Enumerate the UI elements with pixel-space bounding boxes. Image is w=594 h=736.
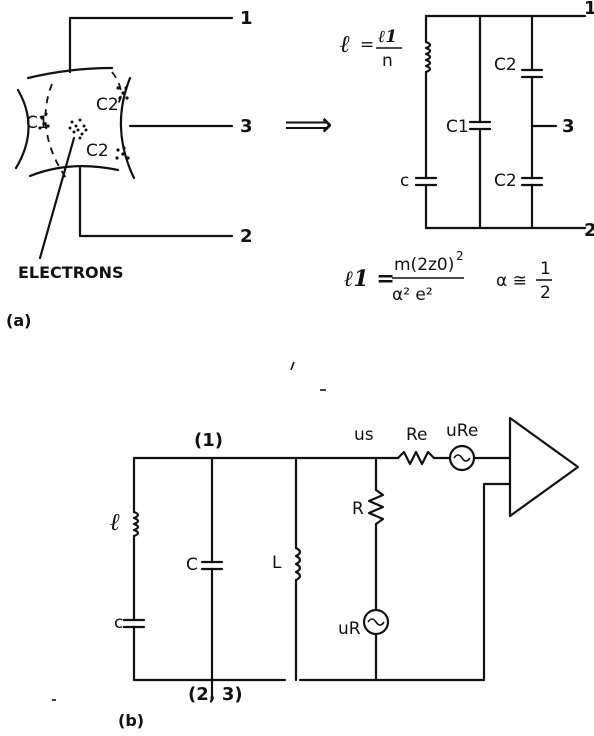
alpha-numerator: 1 — [540, 259, 551, 279]
inductor-symbol-l: ℓ — [340, 29, 350, 58]
b-node-1-label: (1) — [194, 430, 223, 451]
terminal-1-label: 1 — [240, 8, 253, 29]
b-us-label: us — [354, 425, 374, 445]
electrons-pointer — [38, 136, 76, 260]
eq-terminal-2-label: 2 — [584, 220, 594, 241]
formula-denominator: α² e² — [392, 285, 433, 305]
electrons-label: ELECTRONS — [18, 263, 124, 282]
lead-terminal-2 — [78, 166, 234, 238]
alpha-lhs: α ≅ — [496, 271, 527, 291]
b-l-label: ℓ — [110, 507, 120, 536]
panel-b-caption: (b) — [118, 711, 144, 730]
c2-bottom-label: C2 — [86, 141, 109, 161]
eq-terminal-3-label: 3 — [562, 116, 575, 137]
b-node-23-label: (2, 3) — [188, 684, 243, 705]
capacitor-c2-top-label: C2 — [494, 55, 517, 75]
penning-trap-sketch: C1 C2 C2 ELECTRONS 1 3 2 — [14, 8, 253, 282]
inductor-l-symbol — [424, 40, 432, 74]
b-amplifier-triangle — [508, 416, 580, 518]
b-R-label: R — [352, 499, 364, 519]
b-resistor-R-symbol — [367, 488, 385, 526]
terminal-2-label: 2 — [240, 226, 253, 247]
c2-top-capacitance-marks — [116, 86, 129, 100]
inductor-numerator: ℓ1 — [378, 27, 397, 47]
formula-numerator-exponent: 2 — [456, 249, 464, 263]
b-c-small-label: c — [114, 613, 123, 633]
b-inductor-L-symbol — [294, 546, 302, 582]
equivalent-circuit: ℓ = ℓ1 n c C1 C2 C2 1 3 2 ℓ1 = m(2z0) 2 … — [340, 0, 594, 305]
b-amp-return-wire — [482, 482, 512, 682]
electron-cloud — [68, 118, 88, 140]
b-source-uR-wave-icon — [367, 618, 385, 626]
capacitor-c2-bottom-label: C2 — [494, 171, 517, 191]
terminal-3-label: 3 — [240, 116, 253, 137]
b-C-label: C — [186, 555, 198, 575]
panel-a-caption: (a) — [6, 311, 31, 330]
speck-mark — [290, 361, 295, 371]
equivalence-arrow: ⟹ — [284, 105, 333, 145]
capacitor-c1-label: C1 — [446, 117, 469, 137]
inductor-equals: = — [360, 35, 374, 55]
bottom-endcap-electrode — [28, 165, 120, 178]
left-ring-electrode — [14, 88, 30, 170]
inductor-denominator: n — [382, 51, 393, 71]
b-uRe-label: uRe — [446, 421, 478, 441]
dashed-boundary-right — [111, 71, 122, 105]
alpha-denominator: 2 — [540, 283, 551, 303]
b-Re-label: Re — [406, 425, 428, 445]
capacitor-c-label: c — [400, 171, 409, 191]
top-endcap-electrode — [26, 66, 114, 80]
b-L-label: L — [272, 553, 282, 573]
eq-terminal-1-label: 1 — [584, 0, 594, 19]
c2-top-label: C2 — [96, 95, 119, 115]
formula-l1-lhs: ℓ1 = — [344, 266, 395, 292]
c1-label: C1 — [26, 113, 49, 133]
detection-circuit: (1) (2, 3) ℓ c C L R Re us uR uRe — [110, 416, 580, 705]
b-inductor-l-symbol — [132, 510, 140, 538]
b-source-uRe-wave-icon — [453, 454, 471, 462]
c2-bottom-capacitance-marks — [115, 146, 130, 160]
formula-numerator: m(2z0) — [394, 255, 454, 275]
b-uR-label: uR — [338, 619, 361, 639]
c1-capacitance-marks — [38, 112, 50, 130]
lead-terminal-1 — [68, 16, 234, 74]
b-resistor-Re-symbol — [396, 450, 452, 466]
